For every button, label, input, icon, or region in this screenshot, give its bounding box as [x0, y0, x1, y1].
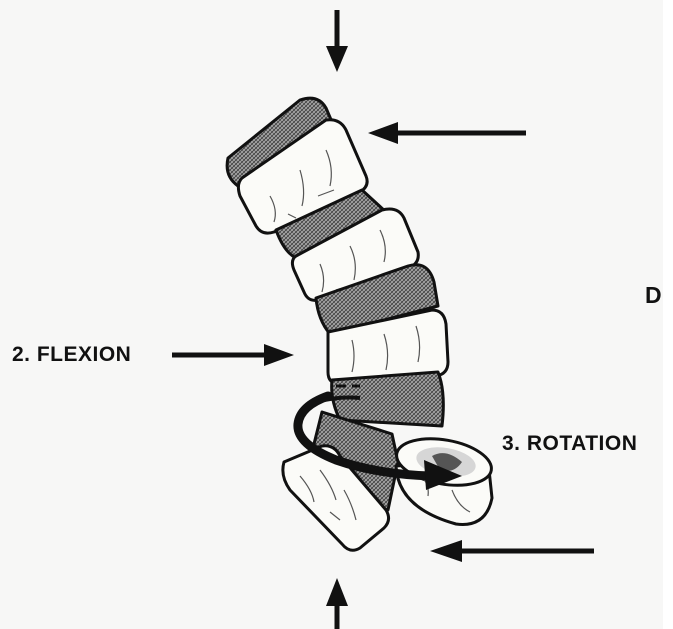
- arrow-up-icon: [326, 578, 348, 629]
- arrow-left-icon: [368, 122, 526, 144]
- arrow-left-icon: [430, 540, 594, 562]
- arrow-right-icon: [172, 344, 294, 366]
- cropped-label: D: [645, 282, 663, 309]
- flexion-label: 2. FLEXION: [12, 343, 131, 367]
- rotation-label: 3. ROTATION: [502, 432, 637, 456]
- arrow-down-icon: [326, 10, 348, 72]
